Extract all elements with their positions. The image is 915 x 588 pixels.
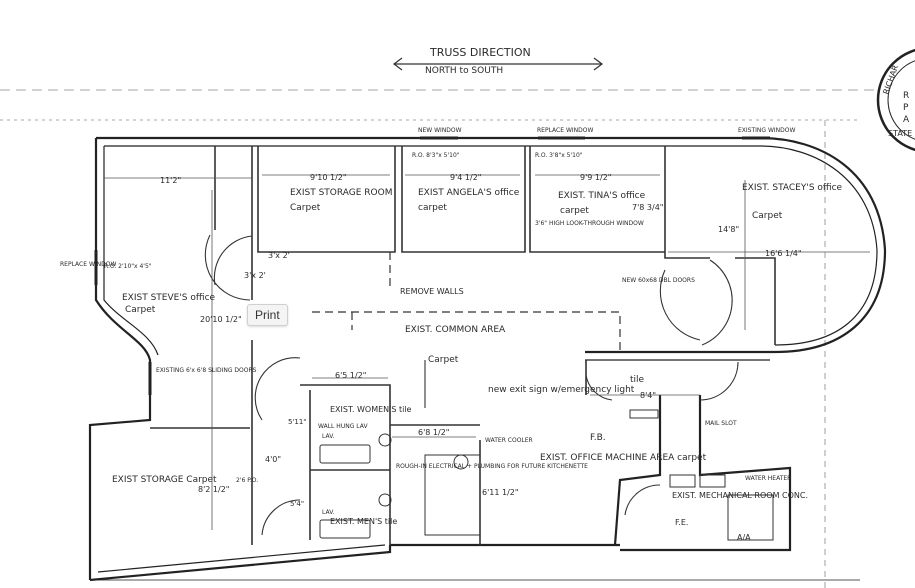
label-replace-window: REPLACE WINDOW xyxy=(537,127,593,134)
note-label: LAV. xyxy=(322,433,335,440)
dim-label: 5'4" xyxy=(290,500,304,508)
dim-label: 5'11" xyxy=(288,418,307,426)
print-tooltip[interactable]: Print xyxy=(247,304,288,326)
dim-label: 14'8" xyxy=(718,225,739,234)
note-label: F.B. xyxy=(590,433,606,443)
room-note: 3'6" HIGH LOOK-THROUGH WINDOW xyxy=(535,220,644,227)
arrow-left-icon xyxy=(393,57,403,71)
dim-label: 8'2 1/2" xyxy=(198,485,229,494)
note-label: ROUGH-IN ELECTRICAL + PLUMBING FOR FUTUR… xyxy=(396,463,588,470)
dim-label: 3'x 2' xyxy=(268,251,290,260)
note-label: F.E. xyxy=(675,518,688,527)
north-to-south-label: NORTH to SOUTH xyxy=(425,66,503,76)
room-label: carpet xyxy=(560,206,589,216)
dim-label: 6'8 1/2" xyxy=(418,428,449,437)
dimension-lines xyxy=(104,174,870,530)
exterior-walls xyxy=(88,136,887,582)
windows xyxy=(94,136,770,395)
room-label: tile xyxy=(630,375,645,385)
engineer-seal: RICHAR R P A STATE xyxy=(876,48,915,152)
seal-letter: R xyxy=(903,91,909,101)
room-label: EXIST STEVE'S office xyxy=(122,293,216,303)
room-label: EXIST. MEN'S tile xyxy=(330,517,397,526)
note-label: LAV. xyxy=(322,509,335,516)
dim-label: 9'9 1/2" xyxy=(580,173,611,182)
seal-text: STATE xyxy=(888,129,912,138)
room-label: Carpet xyxy=(752,211,783,221)
room-label: EXIST STORAGE Carpet xyxy=(112,475,217,485)
seal-text: RICHAR xyxy=(881,63,900,95)
toilet-men xyxy=(319,519,371,539)
note-label: MAIL SLOT xyxy=(705,420,737,427)
label-ro: R.O. 8'3"x 5'10" xyxy=(412,152,460,159)
note-label: new exit sign w/emergency light xyxy=(488,385,635,395)
room-label: carpet xyxy=(418,203,447,213)
fixtures xyxy=(319,409,774,541)
dim-label: 7'8 3/4" xyxy=(632,203,663,212)
truss-direction-label: TRUSS DIRECTION xyxy=(429,46,531,59)
room-label: EXIST. TINA'S office xyxy=(558,191,646,201)
label-ro: R.O. 3'8"x 5'10" xyxy=(535,152,583,159)
note-label: WATER COOLER xyxy=(485,437,533,444)
room-label: Carpet xyxy=(125,305,156,315)
dim-label: 6'11 1/2" xyxy=(482,488,519,497)
seal-letter: A xyxy=(903,115,910,125)
room-label: Carpet xyxy=(290,203,321,213)
kitchenette-outline xyxy=(424,454,481,536)
door-arc xyxy=(213,235,253,286)
mechanical-unit xyxy=(727,494,774,541)
note-label: 2'6 P.O. xyxy=(236,477,258,484)
room-label: EXIST. WOMEN'S tile xyxy=(330,405,412,414)
dim-label: 9'4 1/2" xyxy=(450,173,481,182)
note-label: NEW 60x68 DBL DOORS xyxy=(622,277,695,284)
note-label: EXISTING 6'x 6'8 SLIDING DOORS xyxy=(156,367,257,374)
arrow-right-icon xyxy=(593,57,603,71)
room-label: EXIST. COMMON AREA xyxy=(405,325,506,335)
label-replace-window-left: REPLACE WINDOW xyxy=(60,261,116,268)
dim-label: 8'4" xyxy=(640,391,656,400)
toilet-women xyxy=(319,444,371,464)
label-ro-left: R.O. 2'10"x 4'5" xyxy=(104,263,152,270)
annotations: NEW WINDOW REPLACE WINDOW EXISTING WINDO… xyxy=(60,127,843,542)
remove-walls-dashed xyxy=(312,252,621,350)
dim-label: 3'x 2' xyxy=(244,271,266,280)
truss-direction-header: TRUSS DIRECTION NORTH to SOUTH xyxy=(393,46,603,76)
sheet-border xyxy=(0,89,880,588)
note-label: WALL HUNG LAV xyxy=(318,423,368,430)
seal-letter: P xyxy=(903,103,909,113)
dim-label: 16'6 1/4" xyxy=(765,249,802,258)
dim-label: 20'10 1/2" xyxy=(200,315,242,324)
dim-label: 9'10 1/2" xyxy=(310,173,347,182)
room-label: Carpet xyxy=(428,355,459,365)
note-label: REMOVE WALLS xyxy=(400,287,464,296)
room-label: EXIST STORAGE ROOM xyxy=(290,188,392,198)
dim-label: 4'0" xyxy=(265,455,281,464)
dim-label: 11'2" xyxy=(160,176,181,185)
room-label: EXIST. STACEY'S office xyxy=(742,183,843,193)
room-label: EXIST ANGELA'S office xyxy=(418,188,520,198)
note-label: A/A xyxy=(737,533,751,542)
room-label: EXIST. MECHANICAL ROOM CONC. xyxy=(672,491,808,500)
label-existing-window: EXISTING WINDOW xyxy=(738,127,795,134)
dim-label: 6'5 1/2" xyxy=(335,371,366,380)
interior-walls xyxy=(150,146,776,545)
room-label: EXIST. OFFICE MACHINE AREA carpet xyxy=(540,453,707,463)
label-new-window: NEW WINDOW xyxy=(418,127,462,134)
note-label: WATER HEATER xyxy=(745,475,791,482)
